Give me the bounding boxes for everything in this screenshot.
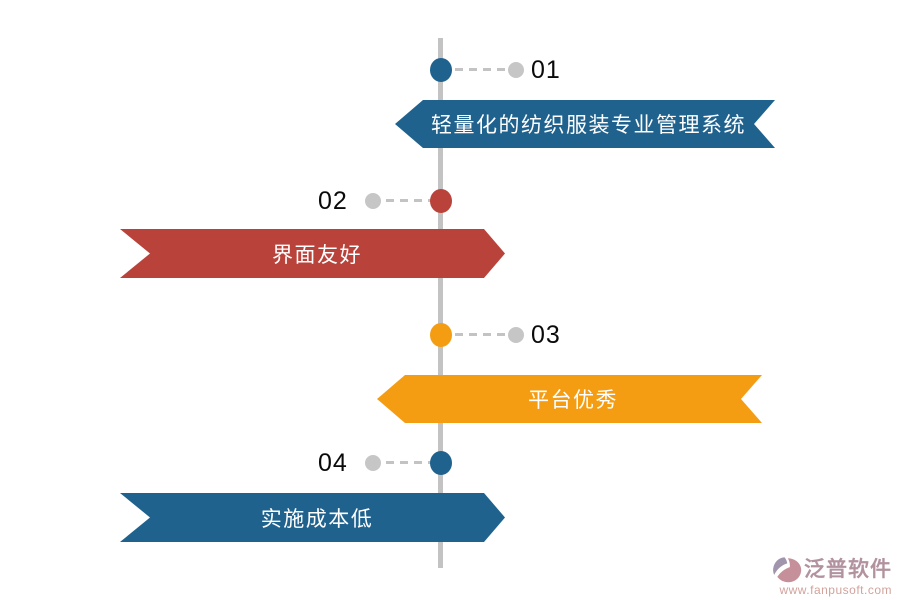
banner-04-label: 实施成本低 (260, 507, 374, 531)
connector-end-dot-02 (365, 193, 381, 209)
connector-end-dot-03 (508, 327, 524, 343)
connector-dashed-02 (372, 199, 442, 202)
connector-dashed-03 (441, 333, 517, 336)
timeline-line (438, 38, 443, 568)
banner-03: 平台优秀 (377, 375, 762, 423)
timeline-dot-02 (430, 189, 452, 213)
timeline-dot-03 (430, 323, 452, 347)
connector-end-dot-04 (365, 455, 381, 471)
item-number-02: 02 (318, 187, 348, 215)
banner-02: 界面友好 (120, 229, 505, 278)
brand-url: www.fanpusoft.com (779, 583, 892, 597)
connector-dashed-04 (372, 461, 442, 464)
item-number-01: 01 (531, 56, 561, 84)
timeline-dot-04 (430, 451, 452, 475)
item-number-04: 04 (318, 449, 348, 477)
banner-04: 实施成本低 (120, 493, 505, 542)
timeline-dot-01 (430, 58, 452, 82)
connector-end-dot-01 (508, 62, 524, 78)
fanpu-logo-icon (771, 556, 802, 583)
banner-02-label: 界面友好 (272, 243, 362, 267)
banner-01-label: 轻量化的纺织服装专业管理系统 (431, 114, 746, 137)
banner-03-label: 平台优秀 (528, 389, 618, 412)
brand-watermark: 泛普软件 www.fanpusoft.com (771, 556, 892, 597)
brand-name: 泛普软件 (804, 557, 892, 581)
banner-01: 轻量化的纺织服装专业管理系统 (395, 100, 775, 148)
item-number-03: 03 (531, 321, 561, 349)
connector-dashed-01 (441, 68, 517, 71)
